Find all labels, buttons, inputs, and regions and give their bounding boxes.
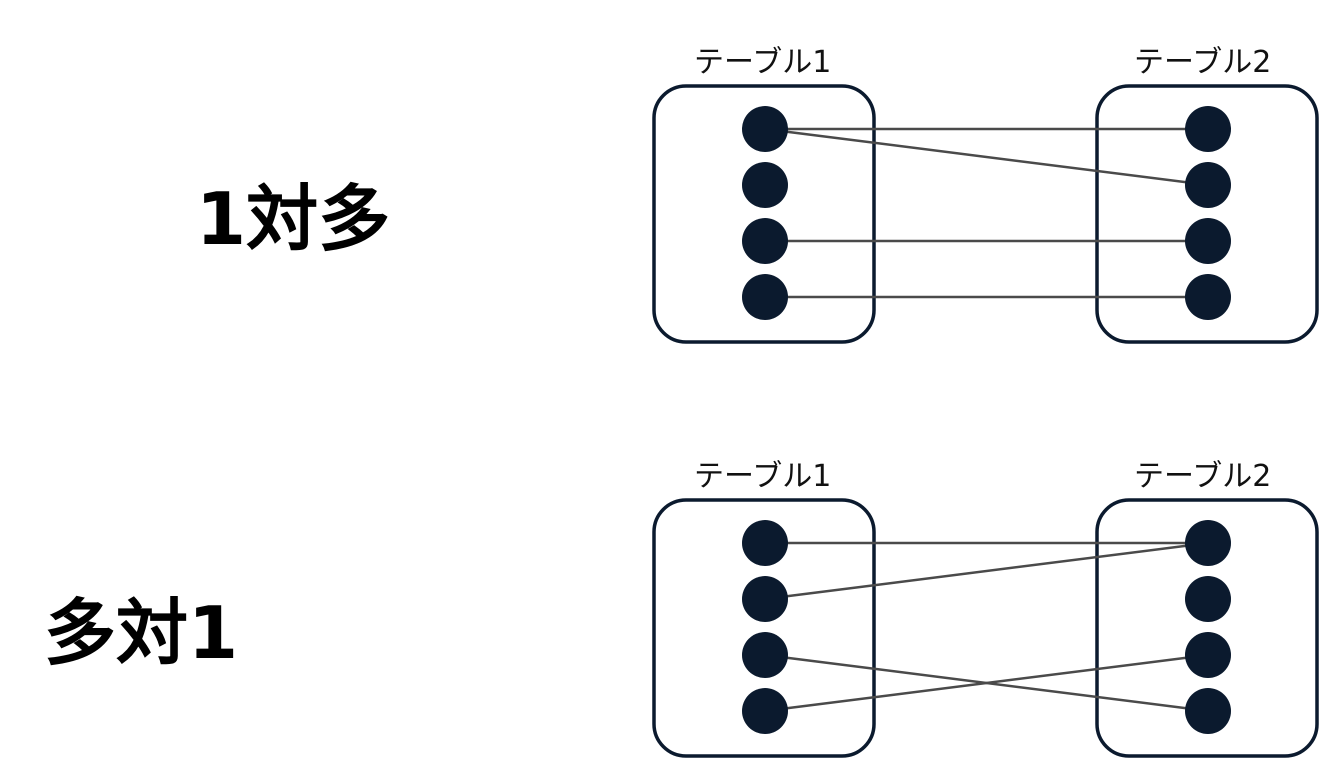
left-table-box bbox=[652, 84, 876, 344]
diagram-label-many-to-one: 多対1 bbox=[44, 591, 238, 675]
left-table-row-node bbox=[742, 162, 788, 208]
left-table-row-node bbox=[742, 274, 788, 320]
right-table-label: テーブル2 bbox=[1134, 459, 1271, 494]
left-table-row-node bbox=[742, 218, 788, 264]
diagram-one-to-many: 1対多 テーブル1 テーブル2 bbox=[196, 45, 1319, 344]
left-table-row-node bbox=[742, 106, 788, 152]
diagram-many-to-one: 多対1 テーブル1 テーブル2 bbox=[44, 459, 1319, 758]
left-table-row-node bbox=[742, 632, 788, 678]
right-table-label: テーブル2 bbox=[1134, 45, 1271, 80]
relation-links bbox=[764, 541, 1209, 713]
relation-link bbox=[764, 653, 1209, 713]
table-rows bbox=[742, 520, 1231, 734]
right-table-box bbox=[1095, 498, 1319, 758]
left-table-box bbox=[652, 498, 876, 758]
relation-link bbox=[764, 127, 1209, 187]
diagram-label-one-to-many: 1対多 bbox=[196, 177, 390, 261]
right-table-row-node bbox=[1185, 162, 1231, 208]
left-table-row-node bbox=[742, 576, 788, 622]
right-table-row-node bbox=[1185, 106, 1231, 152]
right-table-row-node bbox=[1185, 576, 1231, 622]
right-table-row-node bbox=[1185, 688, 1231, 734]
relation-links bbox=[764, 127, 1209, 299]
relation-link bbox=[764, 541, 1209, 601]
right-table-row-node bbox=[1185, 520, 1231, 566]
right-table-row-node bbox=[1185, 632, 1231, 678]
left-table-label: テーブル1 bbox=[694, 45, 831, 80]
left-table-label: テーブル1 bbox=[694, 459, 831, 494]
right-table-box bbox=[1095, 84, 1319, 344]
left-table-row-node bbox=[742, 688, 788, 734]
right-table-row-node bbox=[1185, 218, 1231, 264]
table-rows bbox=[742, 106, 1231, 320]
right-table-row-node bbox=[1185, 274, 1231, 320]
left-table-row-node bbox=[742, 520, 788, 566]
